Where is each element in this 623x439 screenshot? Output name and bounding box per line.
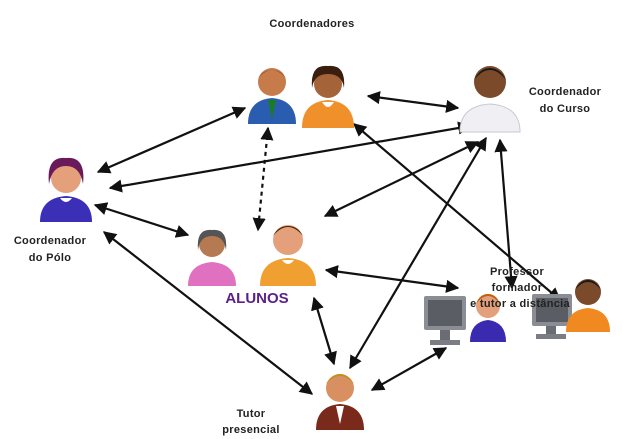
label-tutor-1: Tutor xyxy=(237,408,266,420)
arrow-coord-alunos-dotted xyxy=(252,126,274,232)
arrow-polo-alunos xyxy=(93,202,190,238)
label-coordenador-polo-2: do Pólo xyxy=(29,252,71,264)
arrow-alunos-tutor xyxy=(311,296,337,366)
person-blue-suit-icon xyxy=(248,68,296,124)
arrow-alunos-professor xyxy=(324,265,460,293)
arrow-woman-professor xyxy=(352,123,562,301)
person-orange-man-icon xyxy=(260,225,316,286)
label-coordenador-curso-2: do Curso xyxy=(540,103,591,115)
computer-monitor-icon xyxy=(424,296,466,345)
label-coordenador-polo-1: Coordenador xyxy=(14,235,87,247)
label-coordenador-curso-1: Coordenador xyxy=(529,86,602,98)
person-orange-woman-icon xyxy=(302,65,354,128)
person-pink-woman-icon xyxy=(188,229,236,286)
person-orange-shirt-icon xyxy=(566,279,610,332)
person-purple-woman-icon xyxy=(40,157,92,222)
label-coordenadores: Coordenadores xyxy=(269,18,354,30)
arrows xyxy=(93,91,562,395)
person-blue-woman-icon xyxy=(470,294,506,342)
arrow-polo-blue xyxy=(96,106,247,174)
computer-monitor-icon-2 xyxy=(532,294,572,339)
label-professor-2: formador xyxy=(492,282,543,294)
label-professor-3: e tutor a distância xyxy=(470,298,570,310)
label-alunos: ALUNOS xyxy=(225,290,288,307)
label-tutor-2: presencial xyxy=(222,424,279,436)
label-professor-1: Professor xyxy=(490,266,544,278)
arrow-polo-tutor xyxy=(102,231,314,395)
person-brown-suit-icon xyxy=(316,374,364,430)
person-white-shirt-icon xyxy=(459,66,521,133)
arrow-tutor-professor xyxy=(370,347,448,391)
arrow-curso-alunos xyxy=(323,141,480,217)
arrow-woman-curso xyxy=(366,91,460,113)
arrow-polo-curso xyxy=(108,121,472,193)
arrow-curso-tutor xyxy=(349,136,487,370)
